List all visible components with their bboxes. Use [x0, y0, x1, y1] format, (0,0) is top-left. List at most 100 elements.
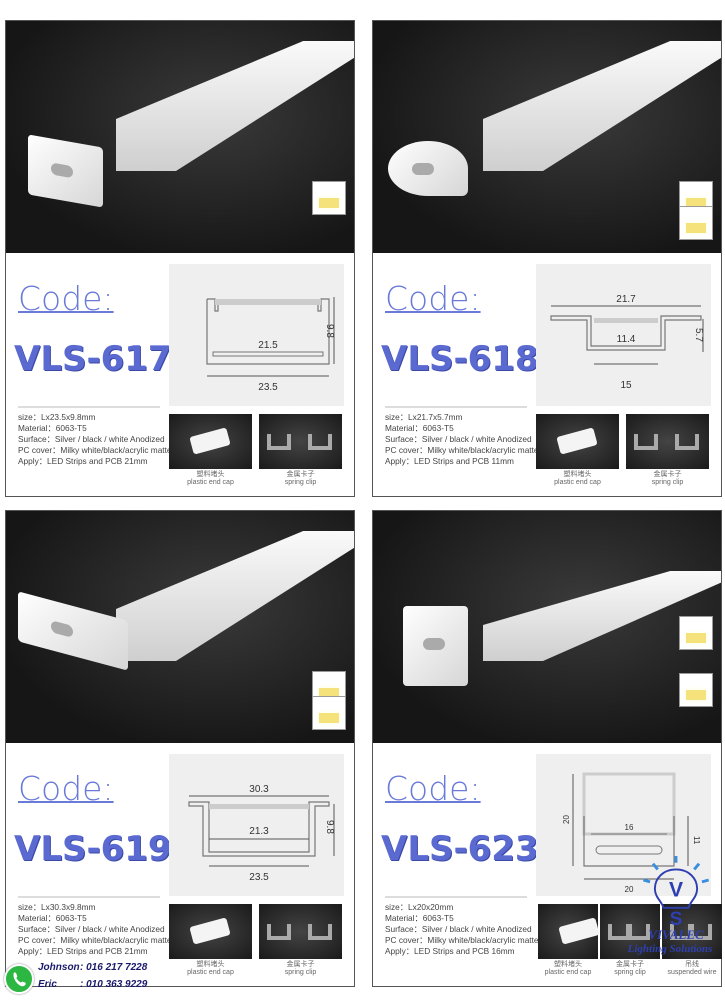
end-cap-image — [18, 591, 128, 671]
divider — [18, 896, 160, 898]
dim-outer: 23.5 — [258, 382, 278, 393]
contact-eric: Eric : 010 363 9229 — [38, 979, 147, 990]
end-cap-image — [403, 606, 468, 686]
dim-inner: 11.4 — [617, 334, 636, 345]
spec-line: size：Lx30.3x9.8mm — [18, 902, 96, 912]
dim-height-inner: 11 — [692, 836, 701, 845]
divider — [18, 406, 160, 408]
end-cap-image — [28, 134, 103, 208]
accessory-image — [626, 414, 709, 469]
spec-line: Surface：Silver / black / white Anodized — [18, 434, 165, 444]
divider — [385, 896, 527, 898]
spec-line: PC cover：Milky white/black/acrylic matte — [18, 445, 172, 455]
product-photo — [6, 21, 354, 253]
profile-drawing: 30.3 21.3 23.5 9.8 — [169, 754, 344, 896]
accessory-image — [169, 904, 252, 959]
accessory-label-cn: 塑料堵头 — [196, 471, 225, 478]
contact-name: Johnson — [38, 962, 80, 973]
spec-line: Material：6063-T5 — [385, 913, 454, 923]
dim-height: 9.8 — [324, 820, 335, 834]
accessory-image — [536, 414, 619, 469]
contact-name: Eric — [38, 979, 57, 990]
whatsapp-icon[interactable] — [4, 964, 34, 994]
profile-image — [116, 531, 354, 661]
dim-outer: 15 — [620, 380, 632, 391]
accessory-label-en: plastic end cap — [187, 969, 234, 976]
dim-height: 20 — [562, 815, 571, 824]
accessory-label-en: plastic end cap — [554, 479, 601, 486]
dim-inner: 16 — [625, 823, 634, 832]
vivalec-logo: V S VIVALEC Lighting Solutions — [628, 856, 720, 962]
accessory-label-cn: 塑料堵头 — [563, 471, 592, 478]
accessory-label-cn: 塑料堵头 — [196, 961, 225, 968]
end-cap-image — [388, 141, 468, 196]
spec-line: Material：6063-T5 — [18, 423, 87, 433]
accessory-image — [259, 904, 342, 959]
profile-drawing: 21.5 23.5 9.8 — [169, 264, 344, 406]
spec-line: PC cover：Milky white/black/acrylic matte — [18, 935, 172, 945]
model-number: VLS-618 — [381, 339, 539, 379]
accessory-image — [169, 414, 252, 469]
accessory-label-cn: 金属卡子 — [653, 471, 682, 478]
dim-inner: 21.3 — [249, 826, 269, 837]
accessory-image — [538, 904, 600, 959]
svg-text:S: S — [670, 909, 683, 928]
spec-line: Apply：LED Strips and PCB 21mm — [18, 456, 148, 466]
installation-inset — [312, 181, 346, 215]
profile-image — [483, 41, 721, 171]
accessory-image — [662, 904, 722, 959]
dim-height: 5.7 — [693, 328, 704, 342]
model-number: VLS-619 — [14, 829, 172, 869]
dim-inner: 21.5 — [258, 340, 278, 351]
accessory-label-cn: 金属卡子 — [616, 961, 644, 968]
accessory-label-cn: 金属卡子 — [286, 961, 315, 968]
divider — [385, 406, 527, 408]
dim-top: 30.3 — [249, 784, 269, 795]
contact-phone[interactable]: : 010 363 9229 — [80, 979, 148, 990]
accessory-label-en: plastic end cap — [187, 479, 234, 486]
accessory-label-en: suspended wire — [667, 969, 717, 976]
product-card-vls-619: Code: VLS-619 30.3 21.3 23.5 9.8 size：Lx30.… — [5, 510, 355, 987]
code-label: Code: — [18, 769, 114, 808]
spec-line: Apply：LED Strips and PCB 21mm — [18, 946, 148, 956]
code-label: Code: — [18, 279, 114, 318]
installation-inset — [679, 616, 713, 650]
dim-outer: 23.5 — [249, 872, 269, 883]
accessory-label-en: plastic end cap — [544, 969, 592, 976]
product-photo — [373, 21, 721, 253]
dim-height: 9.8 — [324, 324, 335, 338]
profile-image — [116, 41, 354, 171]
accessory-label-cn: 吊线 — [685, 961, 699, 968]
spec-line: PC cover：Milky white/black/acrylic matte — [385, 935, 539, 945]
spec-line: size：Lx21.7x5.7mm — [385, 412, 463, 422]
bulb-logo-icon: V S — [642, 856, 710, 930]
accessory-label-en: spring clip — [284, 479, 317, 486]
contact-phone[interactable]: : 016 217 7228 — [80, 962, 148, 973]
code-label: Code: — [385, 279, 481, 318]
profile-drawing: 16 20 20 11 — [536, 754, 711, 896]
dim-outer: 20 — [625, 885, 634, 894]
spec-line: size：Lx20x20mm — [385, 902, 454, 912]
accessory-label-en: spring clip — [651, 479, 684, 486]
model-number: VLS-617 — [14, 339, 172, 379]
installation-inset — [679, 673, 713, 707]
spec-line: Material：6063-T5 — [385, 423, 454, 433]
accessory-label-cn: 金属卡子 — [286, 471, 315, 478]
svg-text:V: V — [669, 878, 683, 901]
spec-line: Material：6063-T5 — [18, 913, 87, 923]
contact-johnson: Johnson: 016 217 7228 — [38, 962, 147, 973]
model-number: VLS-623 — [381, 829, 539, 869]
